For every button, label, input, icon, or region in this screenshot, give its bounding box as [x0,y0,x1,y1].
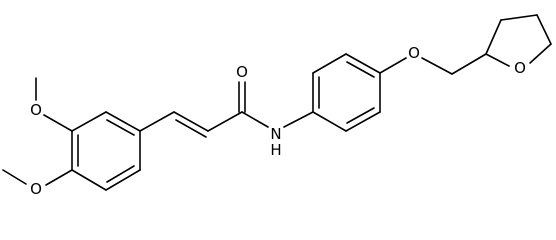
oxygen-atom-methoxy-lower: O [30,180,42,198]
methoxy-group-upper: O [30,77,73,132]
phenylene-ring [312,53,381,132]
acrylamide-linker: O N H [139,63,314,159]
oxygen-atom-carbonyl: O [236,63,248,81]
tetrahydrofuran-ring: O [485,14,552,77]
oxygen-atom-ether: O [408,44,420,62]
oxygen-atom-methoxy-upper: O [30,101,42,119]
dimethoxyphenyl-ring [71,111,141,191]
molecule-diagram: O O O N H O [2,14,552,198]
methoxy-group-lower: O [2,169,73,198]
nitrogen-atom-amide: N [270,125,281,143]
oxygen-atom-ring: O [514,59,526,77]
hydrogen-atom-amide: H [270,141,281,159]
ether-linker: O [379,44,487,75]
